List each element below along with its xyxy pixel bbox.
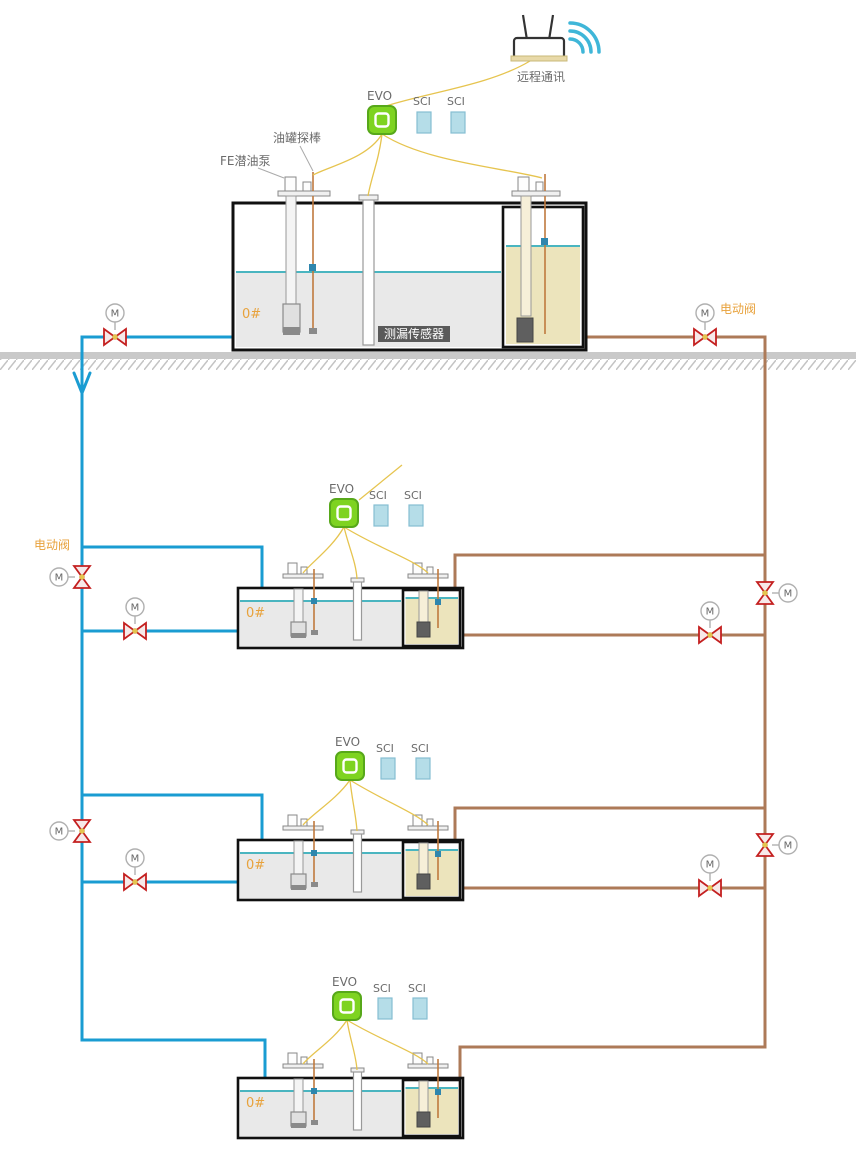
tank-grade-label: 0# xyxy=(246,606,266,621)
evo-label: EVO xyxy=(367,89,393,103)
tank-3 xyxy=(236,813,465,902)
motor-valve: M xyxy=(693,303,717,346)
wireless-router xyxy=(510,14,601,62)
flow-direction-arrow xyxy=(72,371,92,398)
leak-sensor-label: 测漏传感器 xyxy=(378,326,451,343)
remote-comm-label: 远程通讯 xyxy=(517,70,566,84)
tank-4 xyxy=(236,1051,465,1140)
valves: M M M M M M xyxy=(49,303,798,897)
tank-1 xyxy=(231,172,588,352)
svg-text:M: M xyxy=(701,309,710,320)
evo-label: EVO xyxy=(332,975,358,989)
electric-valve-label: 电动阀 xyxy=(720,302,757,316)
supply-pipe-network xyxy=(72,335,267,1078)
evo-label: EVO xyxy=(335,735,361,749)
sci-label: SCI xyxy=(408,982,426,995)
motor-valve: M xyxy=(103,303,127,346)
sci-label: SCI xyxy=(373,982,391,995)
svg-text:M: M xyxy=(784,589,793,600)
sci-module xyxy=(415,757,431,780)
svg-text:M: M xyxy=(131,603,140,614)
motor-valve: M xyxy=(49,819,91,843)
svg-text:M: M xyxy=(706,607,715,618)
wifi-signal-icon xyxy=(568,21,601,54)
motor-valve: M xyxy=(49,565,91,589)
electric-valve-label: 电动阀 xyxy=(34,538,71,552)
tank-probe-label: 油罐探棒 xyxy=(273,131,322,145)
fe-pump-label: FE潜油泵 xyxy=(220,154,271,168)
sci-module xyxy=(412,997,428,1020)
evo-label: EVO xyxy=(329,482,355,496)
motor-valve: M xyxy=(698,601,722,644)
sci-module xyxy=(416,111,432,134)
antenna-icon xyxy=(547,14,555,41)
antenna-icon xyxy=(521,14,529,41)
motor-valve: M xyxy=(698,854,722,897)
ground-line xyxy=(0,352,856,370)
tank-grade-label: 0# xyxy=(242,307,262,322)
label-leaders xyxy=(257,145,314,179)
sci-label: SCI xyxy=(404,489,422,502)
sci-label: SCI xyxy=(411,742,429,755)
svg-text:M: M xyxy=(784,841,793,852)
motor-valve: M xyxy=(756,581,798,605)
sci-label: SCI xyxy=(413,95,431,108)
evo-unit xyxy=(366,104,398,136)
sci-label: SCI xyxy=(447,95,465,108)
evo-unit xyxy=(328,497,360,529)
sci-module xyxy=(373,504,389,527)
svg-text:M: M xyxy=(55,573,64,584)
svg-text:M: M xyxy=(55,827,64,838)
sci-module xyxy=(450,111,466,134)
sci-label: SCI xyxy=(369,489,387,502)
signal-wires xyxy=(302,60,543,1071)
motor-valve: M xyxy=(123,848,147,891)
evo-unit xyxy=(334,750,366,782)
tank-grade-label: 0# xyxy=(246,858,266,873)
sci-module xyxy=(408,504,424,527)
motor-valve: M xyxy=(756,833,798,857)
svg-text:M: M xyxy=(111,309,120,320)
svg-text:M: M xyxy=(706,860,715,871)
svg-text:M: M xyxy=(131,854,140,865)
motor-valve: M xyxy=(123,597,147,640)
return-pipe-network xyxy=(453,335,767,1078)
sci-label: SCI xyxy=(376,742,394,755)
sci-module xyxy=(377,997,393,1020)
evo-unit xyxy=(331,990,363,1022)
tank-grade-label: 0# xyxy=(246,1096,266,1111)
sci-module xyxy=(380,757,396,780)
tank-2 xyxy=(236,561,465,650)
